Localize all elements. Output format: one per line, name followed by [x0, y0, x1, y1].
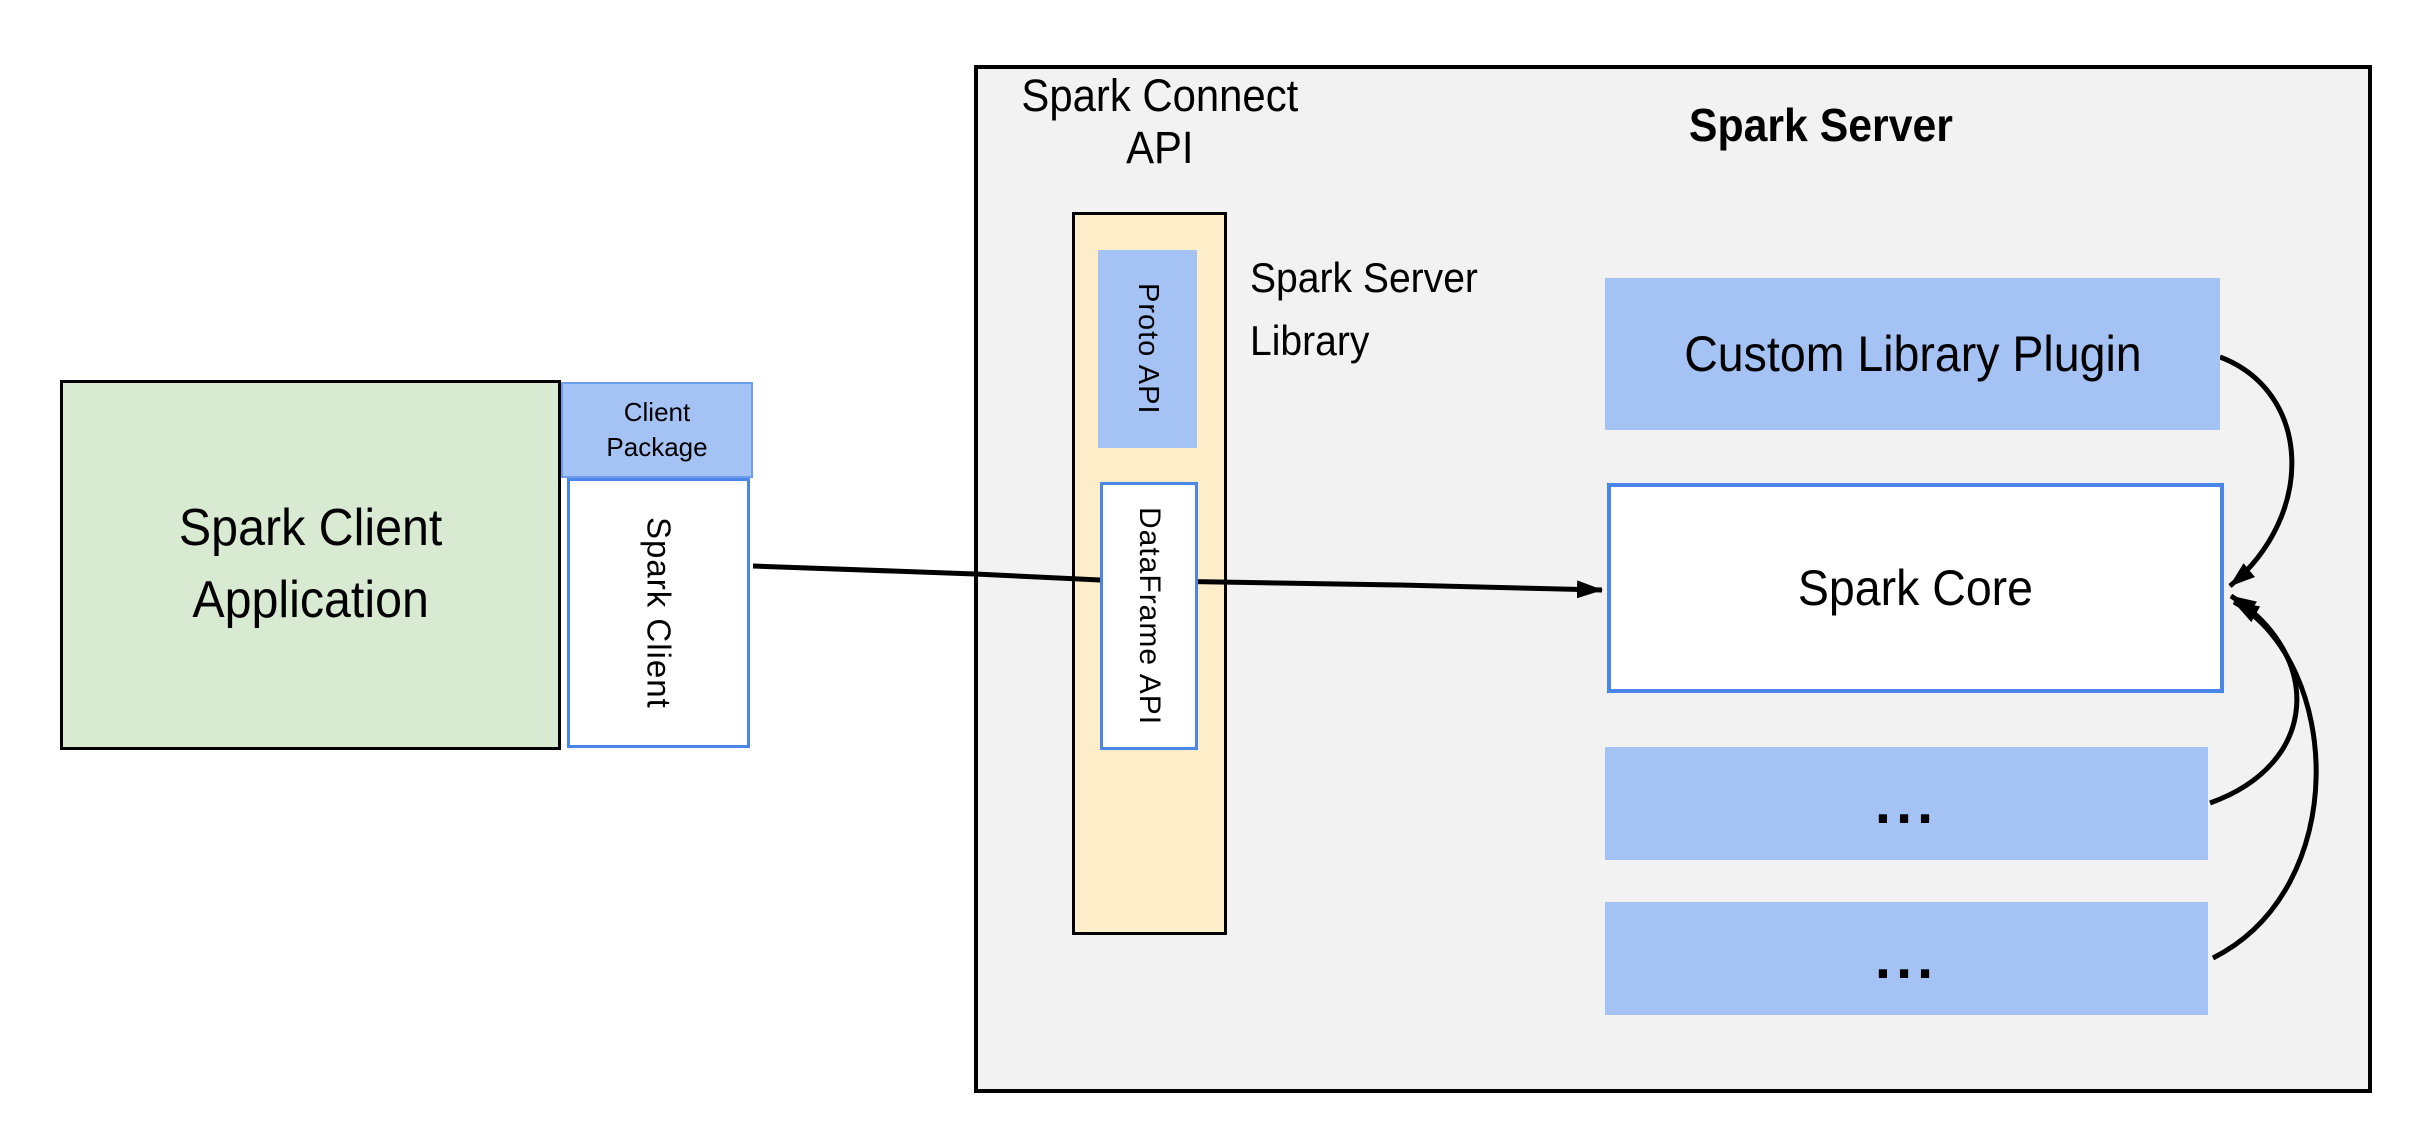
spark-server-library-label: Spark Server Library — [1250, 246, 1590, 372]
dataframe-api-box: DataFrame API — [1100, 482, 1198, 750]
custom-library-plugin-label: Custom Library Plugin — [1683, 326, 2142, 382]
spark-client-box: Spark Client — [567, 478, 750, 748]
dataframe-api-label: DataFrame API — [1133, 506, 1166, 726]
spark-client-application-label: Spark Client Application — [178, 499, 443, 629]
proto-api-label: Proto API — [1132, 283, 1164, 415]
spark-core-label: Spark Core — [1797, 560, 2034, 616]
more-plugins-box-1: ... — [1605, 747, 2208, 860]
proto-api-box: Proto API — [1098, 250, 1197, 448]
spark-server-title-text: Spark Server — [1688, 99, 1954, 151]
spark-connect-api-label: Spark Connect API — [1010, 70, 1310, 174]
spark-connect-api-label-text: Spark Connect API — [1021, 70, 1299, 174]
spark-client-application-box: Spark Client Application — [60, 380, 561, 750]
spark-server-library-label-text: Spark Server Library — [1250, 254, 1478, 364]
client-package-box: Client Package — [561, 382, 753, 478]
more-plugins-box-2: ... — [1605, 902, 2208, 1015]
client-package-label: Client Package — [606, 396, 708, 462]
spark-server-title: Spark Server — [1621, 98, 2021, 152]
spark-core-box: Spark Core — [1607, 483, 2224, 693]
custom-library-plugin-box: Custom Library Plugin — [1605, 278, 2220, 430]
spark-client-label: Spark Client — [640, 517, 678, 709]
